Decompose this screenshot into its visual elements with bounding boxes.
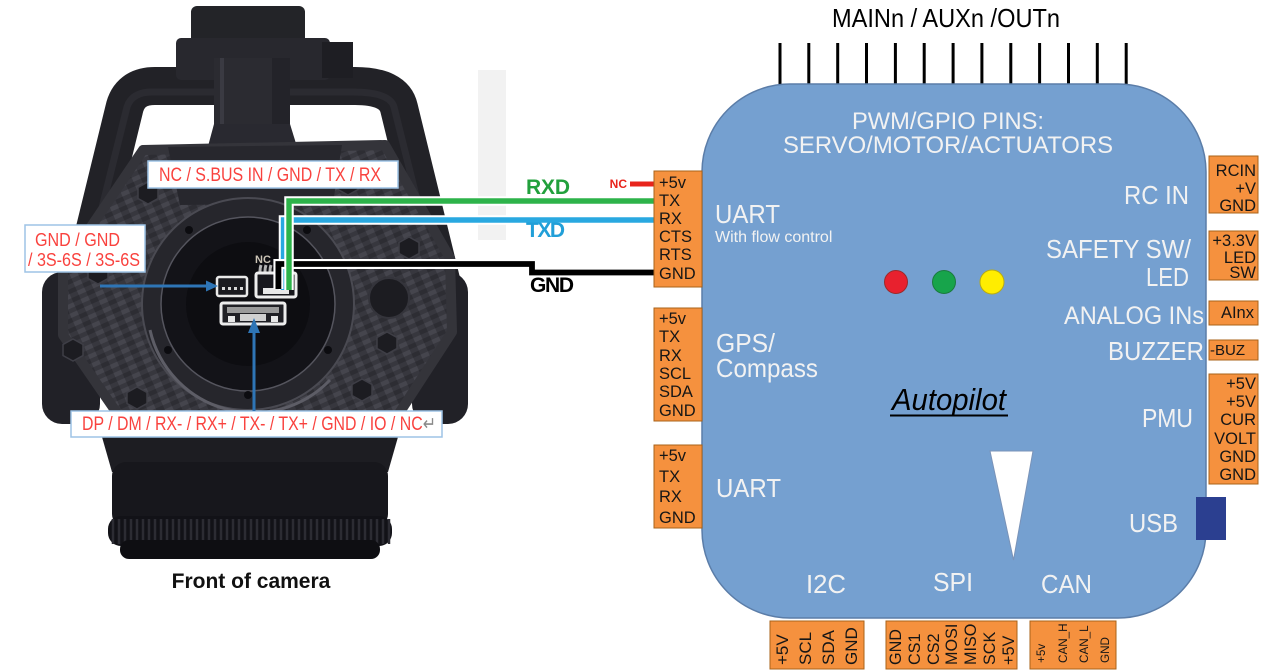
svg-text:CS2: CS2 xyxy=(925,634,943,666)
svg-text:+3.3V: +3.3V xyxy=(1212,232,1256,250)
svg-text:RTS: RTS xyxy=(659,246,692,264)
svg-text:MOSI: MOSI xyxy=(943,624,961,665)
svg-text:MISO: MISO xyxy=(962,624,980,665)
svg-text:SCK: SCK xyxy=(981,632,999,665)
svg-text:SCL: SCL xyxy=(659,365,691,383)
svg-text:+5v: +5v xyxy=(659,174,687,192)
svg-text:MAINn / AUXn /OUTn: MAINn / AUXn /OUTn xyxy=(832,3,1060,33)
svg-text:TX: TX xyxy=(659,328,680,346)
svg-text:RX: RX xyxy=(659,210,682,228)
svg-text:TX: TX xyxy=(659,468,680,486)
svg-text:RX: RX xyxy=(659,488,682,506)
svg-text:With flow control: With flow control xyxy=(715,229,832,246)
svg-text:SPI: SPI xyxy=(933,567,973,597)
svg-text:CTS: CTS xyxy=(659,228,692,246)
svg-text:RC IN: RC IN xyxy=(1124,180,1189,210)
svg-text:GND / GND: GND / GND xyxy=(35,230,120,250)
svg-text:GPS/: GPS/ xyxy=(716,328,776,358)
svg-text:SDA: SDA xyxy=(819,629,838,665)
svg-text:VOLT: VOLT xyxy=(1214,430,1256,448)
svg-text:UART: UART xyxy=(716,473,781,503)
svg-text:GND: GND xyxy=(1219,448,1256,466)
svg-text:+5v: +5v xyxy=(659,447,687,465)
svg-text:ANALOG INs: ANALOG INs xyxy=(1064,302,1204,330)
svg-text:+5V: +5V xyxy=(1000,636,1018,665)
svg-text:GND: GND xyxy=(659,509,696,527)
svg-text:SCL: SCL xyxy=(796,632,815,665)
svg-text:GND: GND xyxy=(530,274,574,297)
svg-text:SERVO/MOTOR/ACTUATORS: SERVO/MOTOR/ACTUATORS xyxy=(783,132,1113,159)
svg-text:LED: LED xyxy=(1224,249,1256,267)
svg-text:Compass: Compass xyxy=(716,353,818,383)
svg-text:+5v: +5v xyxy=(659,310,687,328)
svg-text:USB: USB xyxy=(1129,508,1178,538)
svg-text:RX: RX xyxy=(659,347,682,365)
svg-text:I2C: I2C xyxy=(806,569,846,599)
svg-text:TXD: TXD xyxy=(526,219,565,242)
svg-text:CAN_H: CAN_H xyxy=(1057,623,1070,663)
svg-text:SW: SW xyxy=(1229,264,1256,282)
svg-text:NC: NC xyxy=(610,177,628,191)
svg-text:GND: GND xyxy=(659,265,696,283)
svg-text:TX: TX xyxy=(659,192,680,210)
svg-text:CAN_L: CAN_L xyxy=(1078,625,1091,663)
svg-text:+5v: +5v xyxy=(1035,644,1048,663)
svg-text:Front of camera: Front of camera xyxy=(172,570,331,593)
svg-text:GND: GND xyxy=(1219,197,1256,215)
svg-text:PWM/GPIO PINS:: PWM/GPIO PINS: xyxy=(852,108,1044,135)
svg-text:NC: NC xyxy=(255,254,271,266)
svg-text:+5V: +5V xyxy=(1226,375,1256,393)
svg-text:-BUZ: -BUZ xyxy=(1210,342,1245,359)
svg-text:AInx: AInx xyxy=(1221,304,1255,322)
svg-text:GND: GND xyxy=(1219,466,1256,484)
svg-text:RXD: RXD xyxy=(526,176,570,199)
svg-text:+5V: +5V xyxy=(773,634,792,665)
svg-text:+5V: +5V xyxy=(1226,393,1256,411)
svg-text:/ 3S-6S / 3S-6S: / 3S-6S / 3S-6S xyxy=(28,250,140,270)
svg-text:DP / DM / RX- / RX+ / TX- / TX: DP / DM / RX- / RX+ / TX- / TX+ / GND / … xyxy=(82,414,436,435)
svg-text:SAFETY SW/: SAFETY SW/ xyxy=(1046,234,1192,264)
svg-text:GND: GND xyxy=(842,627,861,665)
svg-text:RCIN: RCIN xyxy=(1216,162,1256,180)
svg-text:CAN: CAN xyxy=(1041,569,1092,599)
svg-text:PMU: PMU xyxy=(1142,403,1193,433)
svg-text:SDA: SDA xyxy=(659,383,693,401)
svg-text:Autopilot: Autopilot xyxy=(890,382,1007,417)
svg-text:UART: UART xyxy=(715,199,780,229)
svg-text:NC / S.BUS IN / GND / TX / RX: NC / S.BUS IN / GND / TX / RX xyxy=(159,165,381,186)
svg-text:GND: GND xyxy=(887,629,905,665)
svg-text:LED: LED xyxy=(1146,262,1189,292)
svg-text:GND: GND xyxy=(1099,637,1112,663)
svg-text:BUZZER: BUZZER xyxy=(1108,336,1204,366)
svg-text:GND: GND xyxy=(659,402,696,420)
svg-text:+V: +V xyxy=(1235,180,1256,198)
svg-text:CS1: CS1 xyxy=(906,634,924,666)
svg-text:CUR: CUR xyxy=(1220,411,1256,429)
